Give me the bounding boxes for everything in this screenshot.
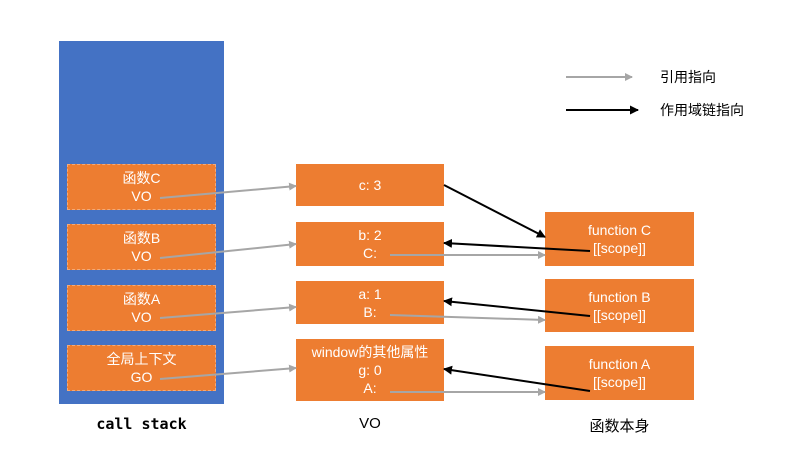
- stack-frame-global: 全局上下文 GO: [67, 345, 216, 391]
- vo-a-line-1: a: 1: [358, 285, 382, 302]
- vo-c-line-1: c: 3: [358, 177, 382, 193]
- legend-reference-label: 引用指向: [660, 69, 716, 85]
- function-a-name: function A: [588, 356, 651, 372]
- scope-arrow-function-b-to-vo-a: [443, 297, 591, 317]
- reference-arrow-stack-a-to-vo: [159, 303, 297, 319]
- scope-arrow-function-a-to-vo-global: [443, 365, 591, 392]
- stack-frame-c: 函数C VO: [67, 164, 216, 210]
- vo-global-line-1: window的其他属性: [311, 344, 429, 360]
- stack-frame-a: 函数A VO: [67, 285, 216, 331]
- function-box-b: function B [[scope]]: [545, 279, 694, 332]
- function-c-name: function C: [587, 222, 652, 238]
- function-box-c: function C [[scope]]: [545, 212, 694, 266]
- stack-frame-a-ref: VO: [131, 309, 152, 325]
- stack-frame-b-ref: VO: [131, 248, 152, 264]
- vo-box-global: window的其他属性 g: 0 A:: [296, 339, 444, 401]
- function-a-scope: [[scope]]: [593, 374, 646, 390]
- call-stack-container: [59, 41, 224, 404]
- function-box-a: function A [[scope]]: [545, 346, 694, 400]
- function-b-scope: [[scope]]: [593, 306, 646, 323]
- stack-frame-global-ref: GO: [130, 369, 153, 385]
- vo-b-line-2: C:: [363, 245, 377, 261]
- function-b-name: function B: [588, 288, 651, 305]
- reference-arrow-stack-global-to-vo: [159, 364, 297, 380]
- function-c-scope: [[scope]]: [593, 240, 646, 256]
- reference-arrow-stack-b-to-vo: [159, 240, 297, 259]
- reference-arrow-stack-c-to-vo: [159, 182, 297, 199]
- functions-label: 函数本身: [589, 418, 650, 435]
- reference-arrow-vo-b-to-function-b: [389, 314, 546, 324]
- scope-arrow-function-c-to-vo-b: [443, 238, 591, 252]
- vo-box-b: b: 2 C:: [296, 222, 444, 266]
- stack-frame-b-name: 函数B: [122, 230, 161, 246]
- vo-global-line-2: g: 0: [358, 362, 382, 378]
- legend-scope-chain-label: 作用域链指向: [660, 102, 744, 118]
- stack-frame-b: 函数B VO: [67, 224, 216, 270]
- vo-global-line-3: A:: [363, 380, 377, 396]
- stack-frame-global-name: 全局上下文: [106, 351, 177, 367]
- scope-arrow-vo-c-to-function-c: [443, 184, 546, 238]
- stack-frame-a-name: 函数A: [122, 291, 161, 307]
- vo-a-line-2: B:: [363, 303, 377, 320]
- stack-frame-c-ref: VO: [131, 188, 152, 204]
- vo-box-c: c: 3: [296, 164, 444, 206]
- stack-frame-c-name: 函数C: [122, 170, 161, 186]
- vo-label: VO: [359, 415, 381, 432]
- call-stack-label: call stack: [96, 415, 187, 433]
- vo-b-line-1: b: 2: [358, 227, 382, 243]
